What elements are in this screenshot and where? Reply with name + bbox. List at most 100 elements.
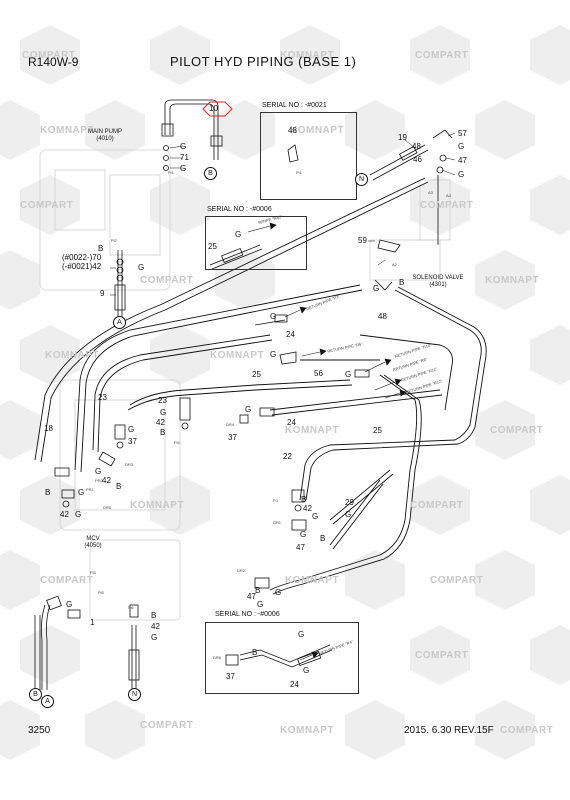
callout: G [270,350,277,359]
callout: G [373,284,380,293]
callout: 37 [228,433,237,442]
serial-box-top-right [260,112,357,200]
return-pipe-arrows [247,222,407,661]
watermark-text: COMPART [430,575,484,586]
callout: 46 [413,155,422,164]
port-label: Pi2 [111,238,117,243]
callout: 25 [373,426,382,435]
callout: G [270,312,277,321]
callout: 48 [378,312,387,321]
callout: 48 [288,126,297,135]
serial-box-title: SERIAL NO : -#0006 [215,611,280,618]
callout: B [399,278,405,287]
watermark-text: COMPART [415,650,469,661]
connector-b: B [204,167,217,180]
callout: 42 [303,504,312,513]
watermark-text: COMPART [415,50,469,61]
watermark-text: KOMNAPT [210,350,265,361]
callout: B [45,488,51,497]
hose-details [34,99,453,690]
callout: G [180,142,187,151]
connector-a: A [41,695,54,708]
watermark-text: COMPART [20,200,74,211]
callout: 71 [180,153,189,162]
callout: 37 [128,437,137,446]
callout: B [320,534,326,543]
callout: B [160,428,166,437]
callout: 24 [287,418,296,427]
callout: G [458,142,465,151]
callout: 24 [286,330,295,339]
callout: 47 [458,156,467,165]
leader-lines [110,132,456,296]
serial-label: (-#0021)42 [62,262,102,271]
callout: 29 [345,498,354,507]
port-label: Pi5 [98,590,104,595]
callout: 22 [283,452,292,461]
port-label: DR6 [213,655,222,660]
background-machinery [39,149,451,621]
callout: B [301,495,307,504]
item-10-highlight [202,101,233,117]
connector-b: B [29,688,42,701]
watermark-text: KOMNAPT [45,350,100,361]
pipe-bundle [34,177,487,595]
port-label: DR2 [237,568,246,573]
callout: G [128,425,135,434]
callout: G [312,512,319,521]
watermark-text: KOMNAPT [485,275,540,286]
callout: 18 [44,424,53,433]
callout: 48 [412,142,421,151]
callout: G [95,467,102,476]
callout: G [151,633,158,642]
callout: G [300,530,307,539]
model-number: R140W-9 [28,55,79,69]
serial-box-title: SERIAL NO : -#0021 [262,102,327,109]
watermark-text: KOMNAPT [40,125,95,136]
callout: G [345,370,352,379]
watermark-text: COMPART [22,50,76,61]
callout: 42 [151,622,160,631]
port-label: A4 [446,193,451,198]
port-label: A3 [428,190,433,195]
callout: B [116,482,122,491]
watermark-text: COMPART [500,725,554,736]
port-label: PJ [273,498,278,503]
serial-box-left [205,216,307,270]
callout: G [345,510,352,519]
callout: G [78,488,85,497]
callout: B [151,611,157,620]
callout: G [245,405,252,414]
port-label: DR4 [226,422,235,427]
callout: G [138,263,145,272]
main-pump-label: MAIN PUMP(4010) [87,129,122,142]
callout: 10 [209,104,218,113]
callout: 47 [296,543,305,552]
serial-box-bottom [205,622,359,694]
callout: B [98,244,104,253]
callout: B [252,648,258,657]
callout: B [255,586,261,595]
callout: G [458,170,465,179]
callout: 25 [208,242,217,251]
watermark-text: COMPART [410,500,464,511]
connector-n: N [128,688,141,701]
port-label: Pi3 [90,570,96,575]
page-title: PILOT HYD PIPING (BASE 1) [170,54,357,69]
watermark-text: COMPART [140,275,194,286]
watermark-text: KOMNAPT [280,725,335,736]
callout: G [235,230,242,239]
callout: 37 [226,672,235,681]
callout: 23 [158,396,167,405]
callout: 42 [156,418,165,427]
port-label: Pi4 [174,440,180,445]
port-label: DR3 [125,462,134,467]
connector-n: N [355,173,368,186]
watermark-text: COMPART [490,425,544,436]
watermark-text: KOMNAPT [290,125,345,136]
watermark-text: KOMNAPT [285,575,340,586]
callout: 19 [398,133,407,142]
port-label: Pi6 [128,605,134,610]
callout: 1 [90,618,95,627]
port-label: DR5 [103,505,112,510]
